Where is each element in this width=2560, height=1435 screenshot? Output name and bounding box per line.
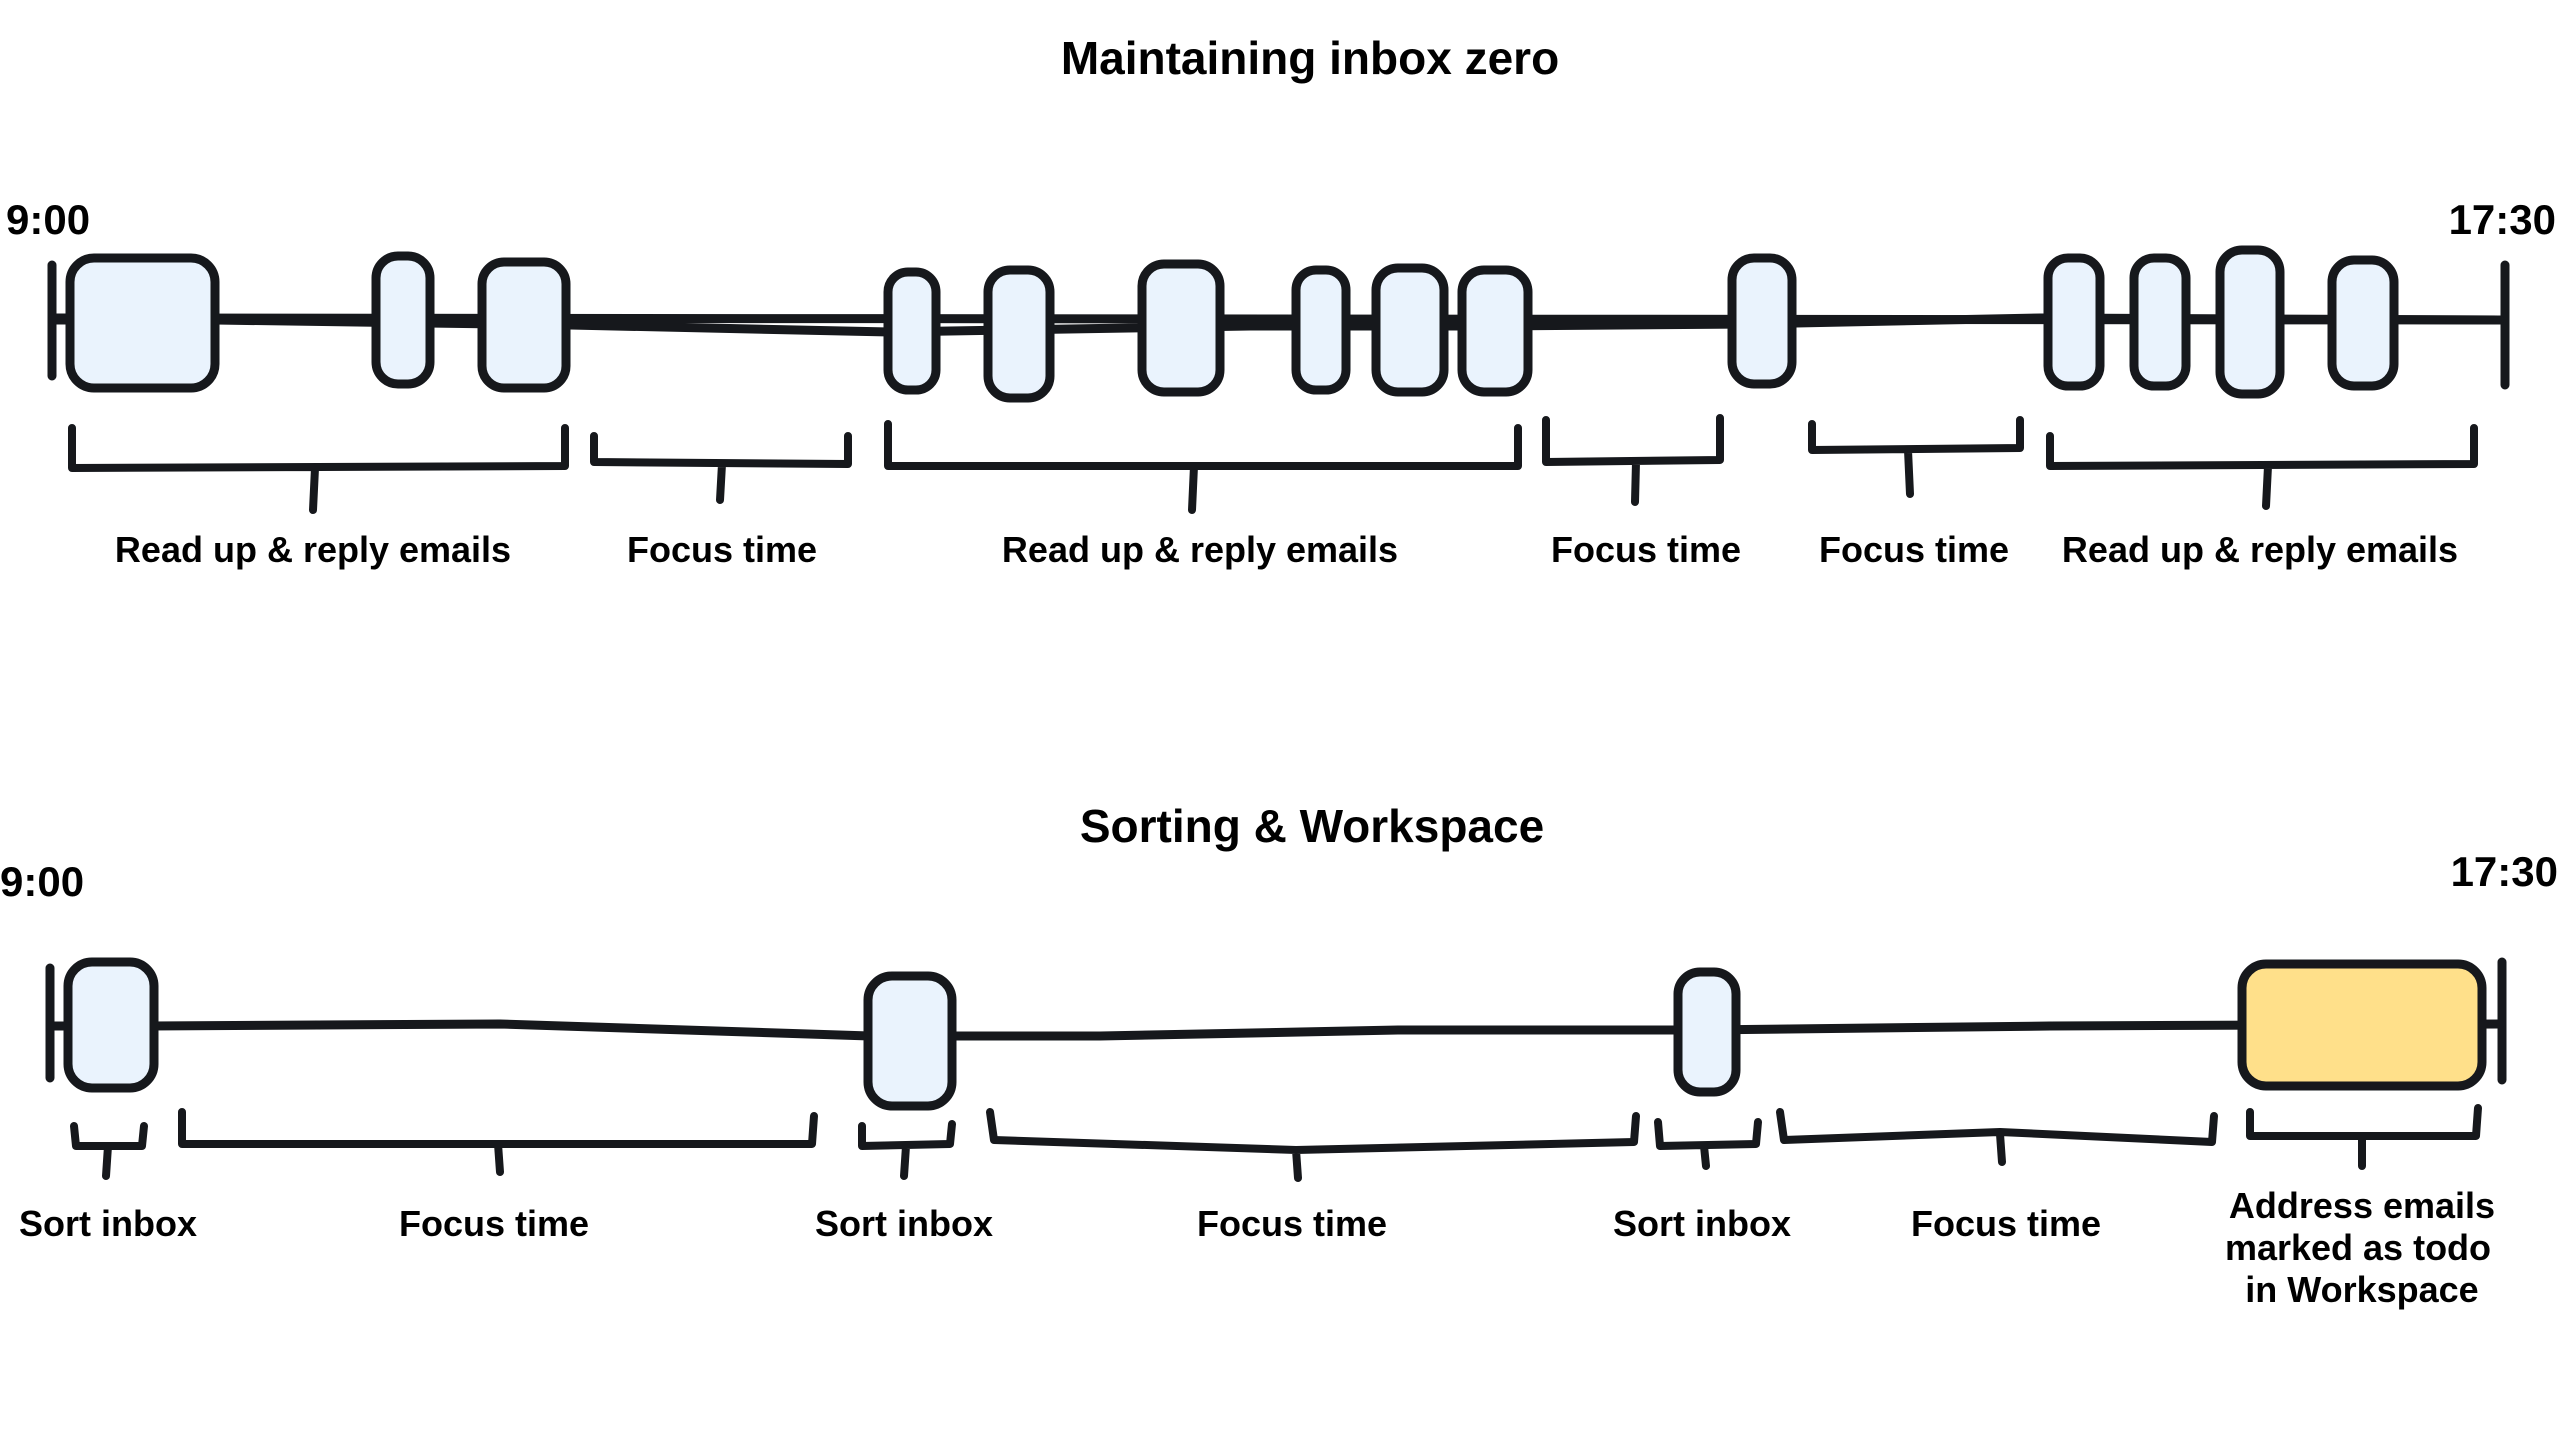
segment-label: Sort inbox — [19, 1203, 197, 1244]
workspace-todo-block — [2237, 959, 2487, 1091]
segment-bracket — [178, 1108, 818, 1176]
segment-bracket — [1776, 1108, 2218, 1166]
segment-label: Sort inbox — [1613, 1203, 1791, 1244]
email-block — [2215, 245, 2285, 399]
timeline-inbox-zero: Maintaining inbox zero 9:00 17:30 — [6, 32, 2556, 570]
segment-label: Read up & reply emails — [1002, 529, 1398, 570]
segment-label: Read up & reply emails — [2062, 529, 2458, 570]
timeline-title: Sorting & Workspace — [1080, 800, 1544, 852]
email-block — [1137, 259, 1225, 397]
email-block — [1727, 253, 1797, 389]
timeline-title: Maintaining inbox zero — [1061, 32, 1559, 84]
segment-bracket — [1808, 416, 2024, 498]
email-blocks — [65, 245, 2399, 403]
segment-brackets — [68, 414, 2478, 514]
segment-bracket — [986, 1108, 1640, 1182]
start-time-label: 9:00 — [6, 196, 90, 243]
email-block — [863, 971, 957, 1111]
segment-label: Focus time — [1197, 1203, 1387, 1244]
email-blocks — [63, 957, 2487, 1111]
timeline-sorting-workspace: Sorting & Workspace 9:00 17:30 Sort inbo… — [0, 800, 2558, 1310]
email-block — [1457, 265, 1533, 397]
email-block — [65, 253, 220, 393]
segment-bracket — [70, 1122, 148, 1180]
segment-label-line: in Workspace — [2245, 1269, 2478, 1310]
email-block — [477, 257, 571, 393]
email-block — [1291, 265, 1351, 395]
segment-label: Read up & reply emails — [115, 529, 511, 570]
timeline-axis-wave — [45, 1019, 2505, 1041]
segment-bracket — [68, 424, 569, 514]
start-time-label: 9:00 — [0, 858, 84, 905]
segment-label-line: Address emails — [2229, 1185, 2495, 1226]
email-block — [2327, 255, 2399, 391]
segment-label-line: marked as todo — [2225, 1227, 2491, 1268]
segment-bracket — [884, 420, 1522, 514]
segment-bracket — [590, 432, 852, 504]
email-block — [883, 267, 941, 395]
segment-brackets — [70, 1104, 2482, 1182]
email-block — [371, 251, 435, 389]
segment-bracket — [2046, 424, 2478, 510]
segment-label: Focus time — [1911, 1203, 2101, 1244]
email-block — [2129, 253, 2191, 391]
email-block — [63, 957, 159, 1093]
segment-bracket — [1654, 1118, 1762, 1170]
email-block — [1673, 967, 1741, 1097]
timeline-axis-wave — [47, 313, 2505, 337]
segment-label: Focus time — [399, 1203, 589, 1244]
segment-bracket — [858, 1120, 956, 1180]
segment-bracket — [1542, 414, 1724, 506]
segment-label: Focus time — [627, 529, 817, 570]
segment-bracket — [2246, 1104, 2482, 1170]
segment-label: Focus time — [1819, 529, 2009, 570]
segment-label: Focus time — [1551, 529, 1741, 570]
email-block — [1371, 263, 1449, 397]
email-block — [2043, 253, 2105, 391]
end-time-label: 17:30 — [2449, 196, 2556, 243]
email-block — [983, 265, 1055, 403]
end-time-label: 17:30 — [2451, 848, 2558, 895]
segment-label: Sort inbox — [815, 1203, 993, 1244]
